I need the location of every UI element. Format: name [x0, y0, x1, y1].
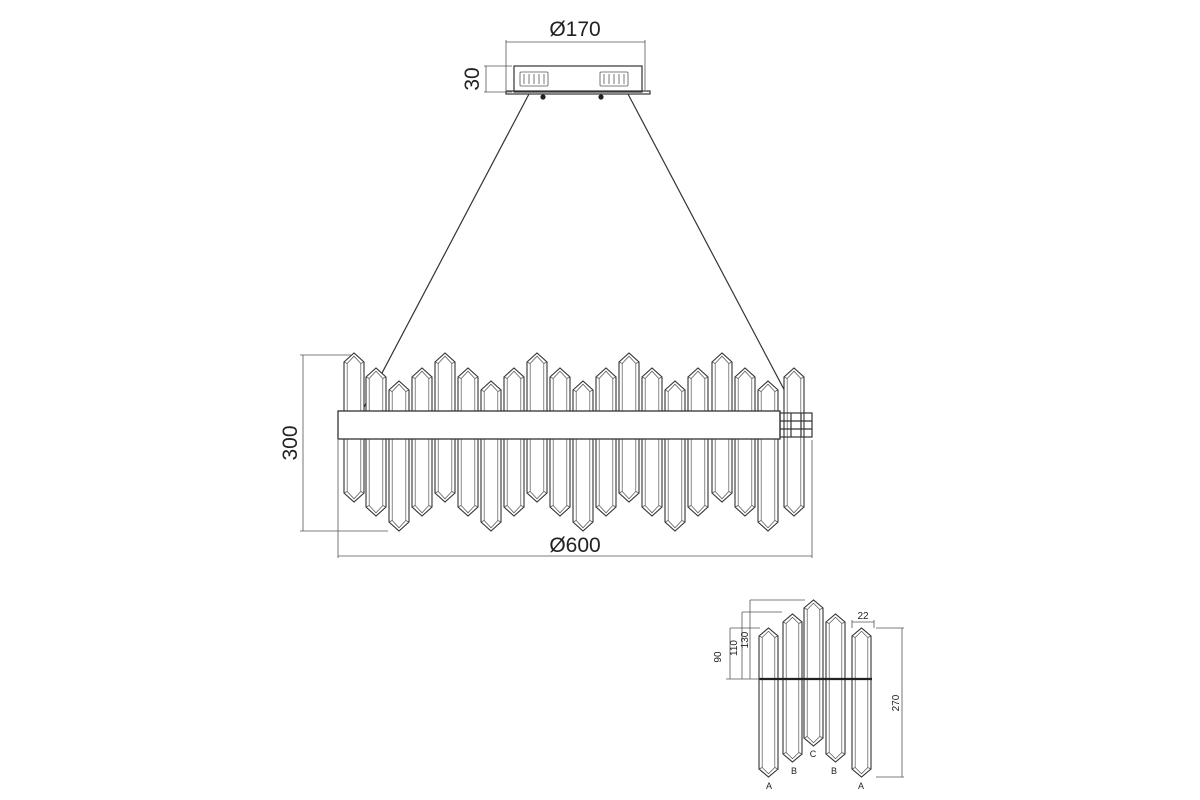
height-dimension: 300	[279, 354, 388, 532]
crystal-rod	[783, 367, 805, 517]
canopy-plate	[505, 90, 651, 95]
frame-bar	[337, 410, 781, 440]
crystal-label-a-right: A	[858, 781, 864, 791]
crystal-rod	[411, 367, 433, 517]
crystal-rod	[641, 367, 663, 517]
canopy-vent-right	[599, 71, 629, 87]
suspension-cable-left	[361, 93, 530, 412]
cable-anchor-left	[540, 94, 546, 100]
crystal-rod	[457, 367, 479, 517]
canopy-height-label: 30	[461, 67, 484, 90]
detail-crystal-labels: A B C B A	[766, 749, 864, 791]
canopy-diameter-label: Ø170	[549, 18, 600, 41]
crystal-rod	[734, 367, 756, 517]
canopy-height-dimension: 30	[461, 65, 512, 93]
detail-width-label: 22	[857, 611, 869, 622]
detail-width-dimension: 22	[851, 611, 875, 628]
detail-height-90: 90	[713, 651, 724, 663]
crystal-rod	[803, 599, 824, 747]
canopy-vent-left	[519, 71, 549, 87]
crystal-label-b-left: B	[791, 766, 797, 776]
crystal-rod	[825, 613, 846, 763]
crystal-rod	[851, 627, 872, 778]
crystal-rod	[664, 380, 686, 532]
crystal-label-b-right: B	[831, 766, 837, 776]
frame-connector	[779, 412, 813, 438]
fixture-diameter-label: Ø600	[549, 534, 600, 557]
crystal-rod	[572, 380, 594, 532]
crystal-rod	[388, 380, 410, 532]
diameter-dimension: Ø600	[337, 440, 813, 558]
crystal-detail	[758, 599, 872, 778]
detail-length-label: 270	[891, 694, 902, 711]
canopy	[505, 65, 651, 100]
suspension-cable-right	[627, 93, 798, 415]
detail-length-dimension: 270	[876, 627, 904, 778]
cable-anchor-right	[598, 94, 604, 100]
detail-height-130: 130	[740, 631, 751, 648]
crystal-label-a-left: A	[766, 781, 772, 791]
canopy-body	[513, 65, 643, 93]
fixture-height-label: 300	[279, 425, 302, 460]
crystal-rod	[503, 367, 525, 517]
crystal-rod	[549, 367, 571, 517]
crystal-rod	[365, 367, 387, 517]
crystal-rod	[687, 367, 709, 517]
detail-height-dimensions: 90 110 130	[713, 599, 805, 680]
crystal-rod	[757, 380, 779, 532]
crystal-rod	[782, 613, 803, 763]
detail-height-110: 110	[729, 640, 740, 656]
crystal-rod	[758, 627, 779, 778]
canopy-diameter-dimension: Ø170	[505, 18, 646, 90]
crystal-label-c: C	[810, 749, 817, 759]
crystal-rods	[343, 352, 805, 532]
crystal-rod	[480, 380, 502, 532]
crystal-rod	[595, 367, 617, 517]
